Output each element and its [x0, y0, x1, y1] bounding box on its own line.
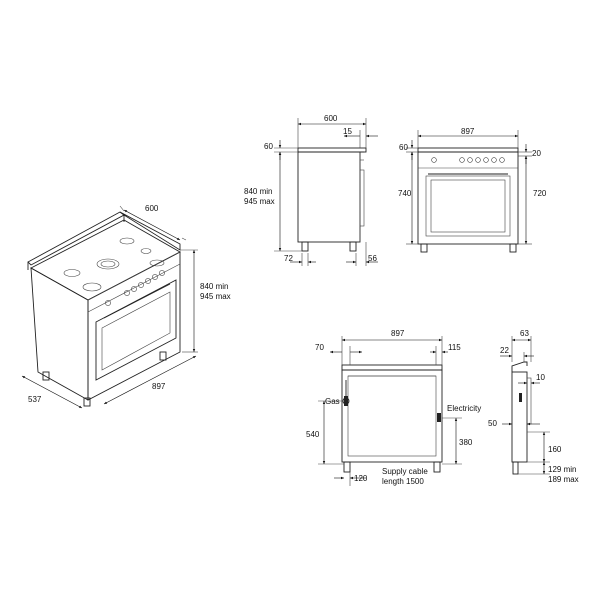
front-view [406, 130, 532, 253]
gas-label: Gas [325, 397, 340, 406]
iso-length-label: 897 [152, 382, 166, 391]
side-width-label: 600 [324, 114, 338, 123]
detail-left-offset-label: 50 [488, 419, 497, 428]
side-bottom-left-label: 72 [284, 254, 293, 263]
side-bottom-right-label: 56 [368, 254, 377, 263]
front-top-right-label: 20 [532, 149, 541, 158]
iso-width-label: 600 [145, 204, 159, 213]
cable-label-line-1: Supply cable [382, 467, 428, 476]
iso-height-min-label: 840 min [200, 282, 228, 291]
back-width-label: 897 [391, 329, 405, 338]
detail-top-offset-label: 22 [500, 346, 509, 355]
front-top-left-label: 60 [399, 143, 408, 152]
iso-depth-label: 537 [28, 395, 42, 404]
front-width-label: 897 [461, 127, 475, 136]
side-height-max-label: 945 max [244, 197, 275, 206]
isometric-view [21, 205, 198, 409]
side-height-min-label: 840 min [244, 187, 272, 196]
side-view [274, 118, 378, 266]
front-height-right-label: 720 [533, 189, 547, 198]
gas-height-label: 540 [306, 430, 320, 439]
detail-top-width-label: 63 [520, 329, 529, 338]
detail-side-depth-label: 10 [536, 373, 545, 382]
cable-label-line-2: length 1500 [382, 477, 424, 486]
electric-height-label: 380 [459, 438, 473, 447]
side-top-margin-label: 60 [264, 142, 273, 151]
back-right-offset-label: 115 [448, 343, 461, 352]
cable-offset-label: 120 [354, 474, 368, 483]
iso-height-max-label: 945 max [200, 292, 231, 301]
detail-height-160-label: 160 [548, 445, 562, 454]
detail-leg-min-label: 129 min [548, 465, 576, 474]
side-offset-label: 15 [343, 127, 352, 136]
detail-leg-max-label: 189 max [548, 475, 579, 484]
electricity-label: Electricity [447, 404, 481, 413]
side-detail-view [500, 336, 550, 475]
back-left-offset-label: 70 [315, 343, 324, 352]
back-view [318, 336, 462, 486]
front-height-left-label: 740 [398, 189, 412, 198]
